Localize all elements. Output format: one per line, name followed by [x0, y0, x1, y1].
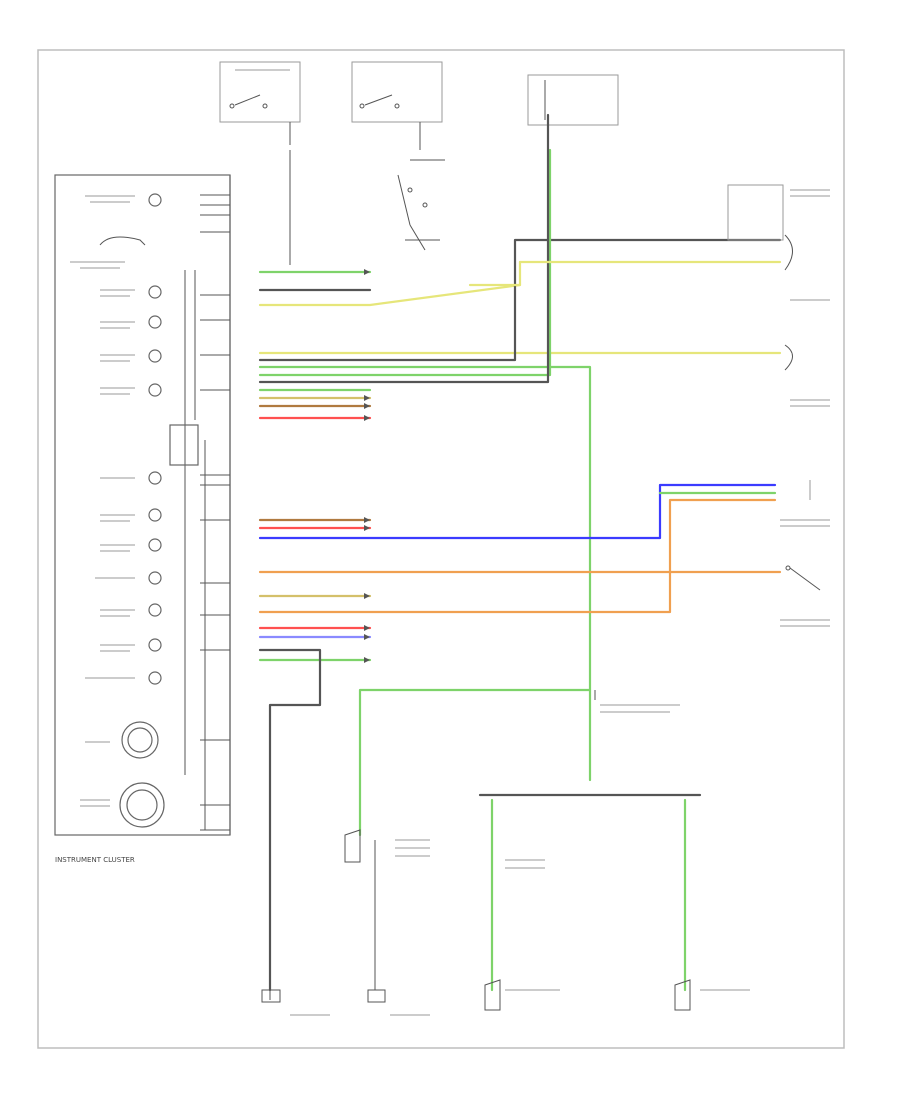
right-components-middle	[780, 480, 830, 627]
top-switch-1	[219, 61, 301, 145]
arrow-icons-upper	[364, 269, 370, 421]
wire-group-lower	[269, 688, 702, 1000]
lower-components	[261, 704, 750, 1016]
wire-group-middle	[258, 483, 782, 992]
diagram-frame	[37, 49, 845, 1049]
cluster-module	[169, 424, 199, 466]
instrument-cluster	[54, 174, 231, 836]
arrow-icons-middle	[364, 517, 370, 663]
fuel-gauge-icon	[121, 721, 159, 759]
range-switch	[397, 159, 445, 251]
right-components-upper	[727, 184, 830, 407]
top-relay	[527, 74, 619, 126]
wire-group-upper	[258, 113, 782, 782]
temperature-gauge-icon	[119, 782, 165, 828]
top-switch-2	[351, 61, 443, 150]
indicator-bulb-icon	[148, 193, 162, 685]
cluster-component-labels	[70, 195, 135, 807]
cluster-label: INSTRUMENT CLUSTER	[55, 856, 135, 864]
